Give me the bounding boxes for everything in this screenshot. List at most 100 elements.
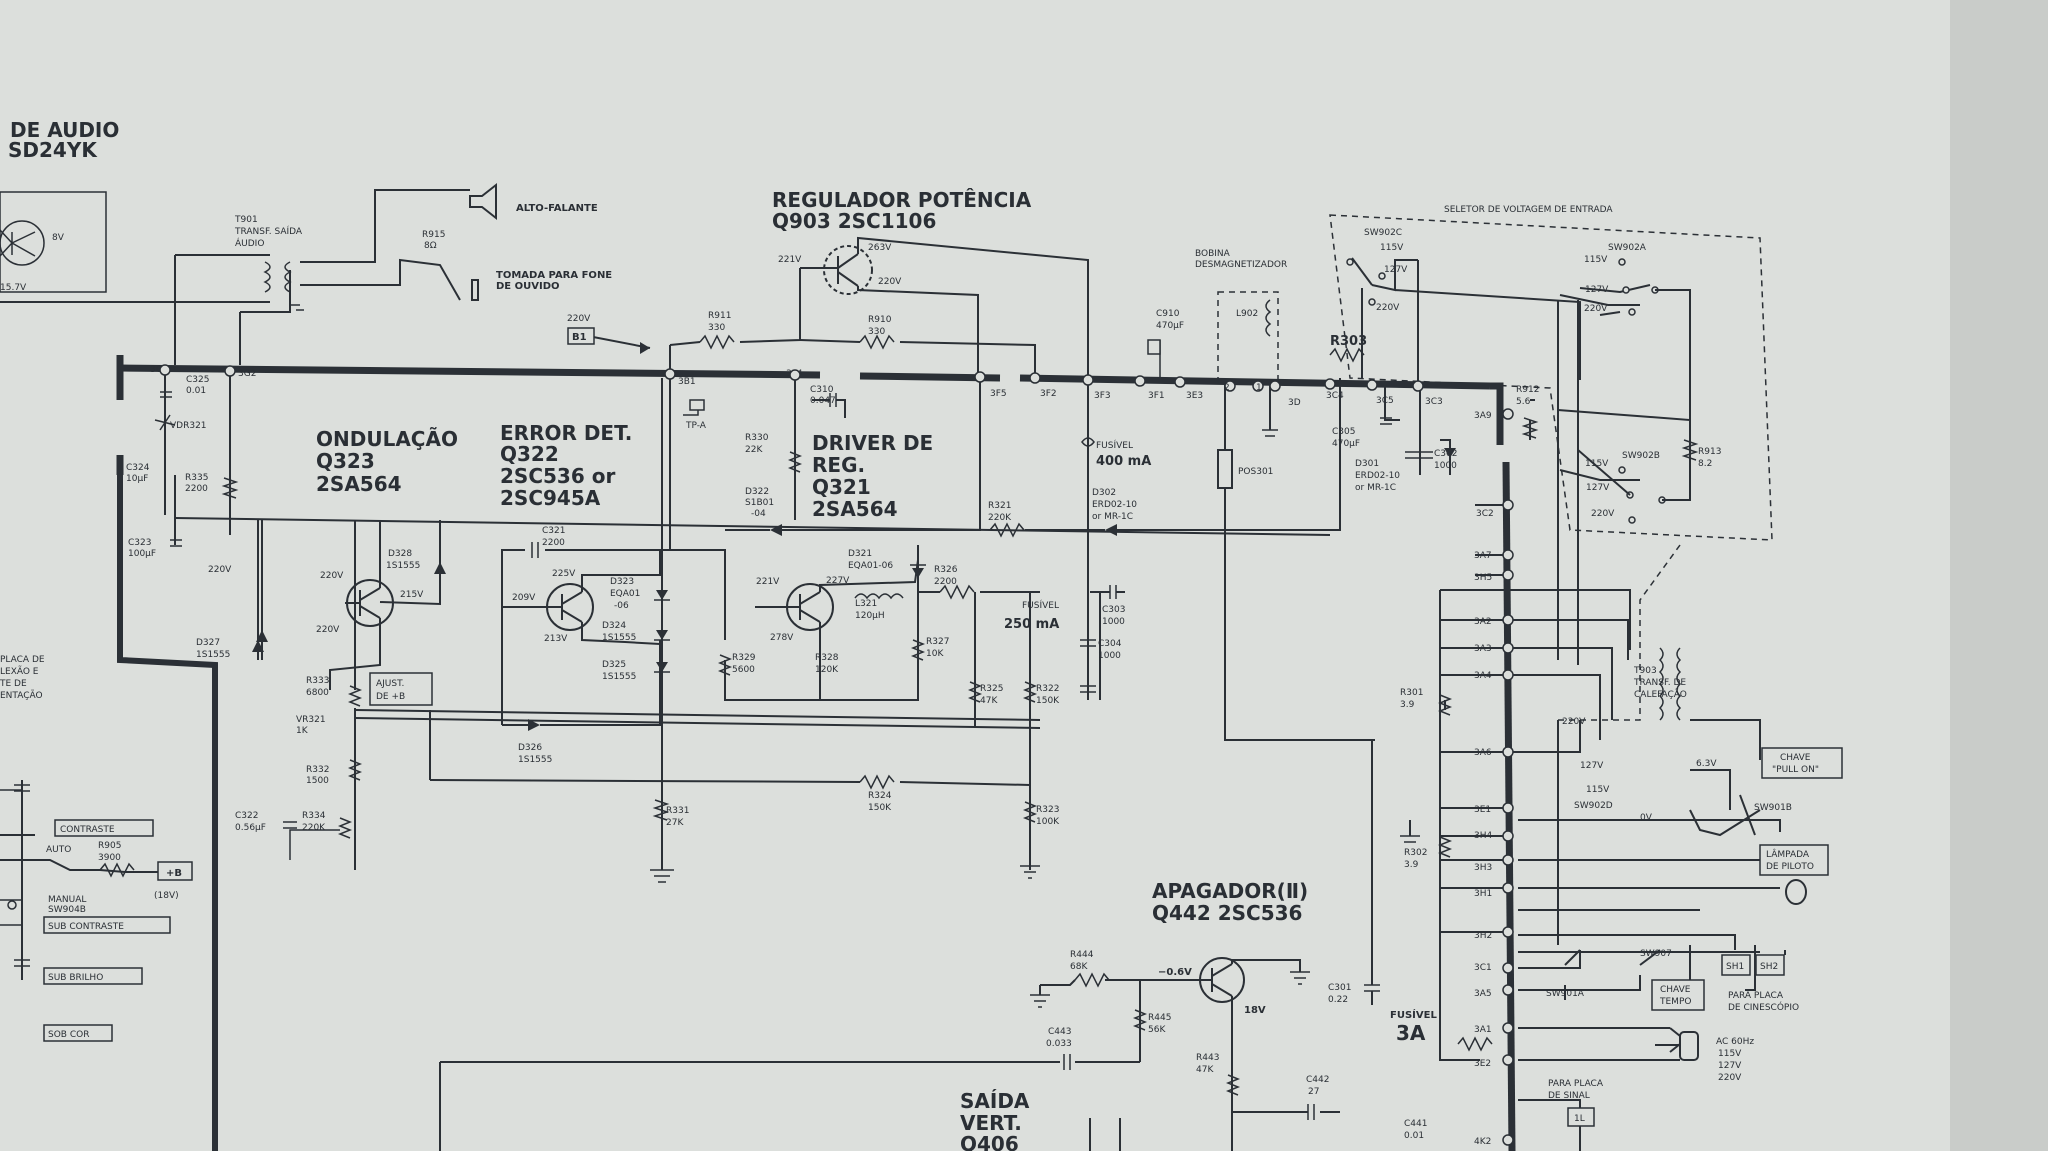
v18-label: (18V) [154,891,179,901]
c324-value: 10µF [126,474,148,484]
q903-c-voltage: 263V [868,243,892,253]
alto-falante-label: ALTO-FALANTE [516,203,598,214]
c310-label: C310 [810,385,834,395]
ac-label-4: 220V [1718,1073,1742,1083]
q442-b-voltage: −0.6V [1158,967,1192,978]
fuse-400ma-section [1080,339,1341,700]
q442-transistor [439,957,1340,1151]
d326-label: D326 [518,743,542,753]
ondulacao-heading-3: 2SA564 [316,472,402,496]
sw902b-127v: 127V [1586,483,1610,493]
d328-label: D328 [388,549,412,559]
r324-value: 150K [868,803,892,813]
bobina-label-1: BOBINA [1195,249,1231,259]
node-3c4: 3C4 [1326,391,1344,401]
d324-label: D324 [602,621,626,631]
ac-label-3: 127V [1718,1061,1742,1071]
placa-label-3: TE DE [0,679,27,689]
t903-label-1: T903 [1633,666,1657,676]
left-controls [0,780,158,980]
d302-label: D302 [1092,488,1116,498]
sw902a-220v: 220V [1584,304,1608,314]
q903-e-voltage: 220V [878,277,902,287]
q321-transistor [717,545,1101,701]
r330-label: R330 [745,433,769,443]
d322-label: D322 [745,487,769,497]
saida-heading-1: SAÍDA [960,1089,1030,1113]
r322-value: 150K [1036,696,1060,706]
error-heading-1: ERROR DET. [500,421,632,445]
node-3c2: 3C2 [1476,509,1494,519]
node-3f5: 3F5 [990,389,1007,399]
r915-label: R915 [422,230,445,240]
d328-value: 1S1555 [386,561,420,571]
c305-value: 470µF [1332,439,1360,449]
sw907-label: SW907 [1640,949,1672,959]
r321-value: 220K [988,513,1012,523]
r445-label: R445 [1148,1013,1171,1023]
q322-c-voltage: 225V [552,569,576,579]
t901-label-2: TRANSF. SAÍDA [234,225,303,237]
c322-label: C322 [235,811,258,821]
fuse-3a-section [1364,740,1493,1061]
c305-label: C305 [1332,427,1355,437]
node-3h1: 3H1 [1474,889,1492,899]
regulador-heading-2: Q903 2SC1106 [772,209,936,233]
pin-2-label: 2 [1224,383,1230,393]
chave-pull-box [1761,747,1843,779]
audio-section [0,182,497,365]
r323-label: R323 [1036,805,1059,815]
c441-label: C441 [1404,1119,1427,1129]
q322-e-voltage: 213V [544,634,568,644]
para-placa-cin-label-2: DE CINESCÓPIO [1728,1001,1799,1013]
audio-heading-1: DE AUDIO [10,118,119,142]
node-3a6: 3A6 [1474,748,1492,758]
chave-tempo-label-1: CHAVE [1660,985,1691,995]
page-edge-shadow [1950,0,2048,1151]
node-3a4: 3A4 [1474,671,1492,681]
r332-label: R332 [306,765,329,775]
fusivel-3a-label: FUSÍVEL [1390,1008,1437,1021]
d301-value-2: or MR-1C [1355,483,1396,493]
ac-label-2: 115V [1718,1049,1742,1059]
q323-transistor [329,520,446,690]
c325-label: C325 [186,375,209,385]
driver-heading-4: 2SA564 [812,497,898,521]
r911-label: R911 [708,311,731,321]
chave-pull-label-2: "PULL ON" [1772,765,1819,775]
r302-value: 3.9 [1404,860,1419,870]
placa-label-1: PLACA DE [0,655,45,665]
c321-label: C321 [542,526,565,536]
error-heading-3: 2SC536 or [500,464,615,488]
r912-value: 5.6 [1516,397,1531,407]
r301-value: 3.9 [1400,700,1415,710]
placa-label-2: LEXÃO E [0,666,39,677]
r444-value: 68K [1070,962,1088,972]
r334-label: R334 [302,811,326,821]
apagador-heading-1: APAGADOR(Ⅱ) [1152,879,1308,903]
pos301-label: POS301 [1238,467,1273,477]
t903-127v: 127V [1580,761,1604,771]
r302-label: R302 [1404,848,1427,858]
seletor-label: SELETOR DE VOLTAGEM DE ENTRADA [1444,205,1613,215]
para-placa-cin-label-1: PARA PLACA [1728,991,1784,1001]
r445-value: 56K [1148,1025,1166,1035]
c304-label: C304 [1098,639,1122,649]
sw902b-label: SW902B [1622,451,1660,461]
q321-c-voltage: 278V [770,633,794,643]
r335-value: 2200 [185,484,208,494]
placa-label-4: ENTAÇÃO [0,690,43,701]
r905-label: R905 [98,841,121,851]
t901-label-1: T901 [234,215,258,225]
c910-label: C910 [1156,309,1180,319]
r334-value: 220K [302,823,326,833]
node-3a3: 3A3 [1474,644,1492,654]
audio-heading-2: SD24YK [8,138,98,162]
para-placa-sinal-label-2: DE SINAL [1548,1091,1590,1101]
connector-column [1400,504,1807,1151]
node-3c5: 3C5 [1376,396,1394,406]
input-filter-network [154,370,1331,660]
d323-value-1: EQA01 [610,589,640,599]
c303-value: 1000 [1102,617,1125,627]
node-3h2: 3H2 [1474,931,1492,941]
